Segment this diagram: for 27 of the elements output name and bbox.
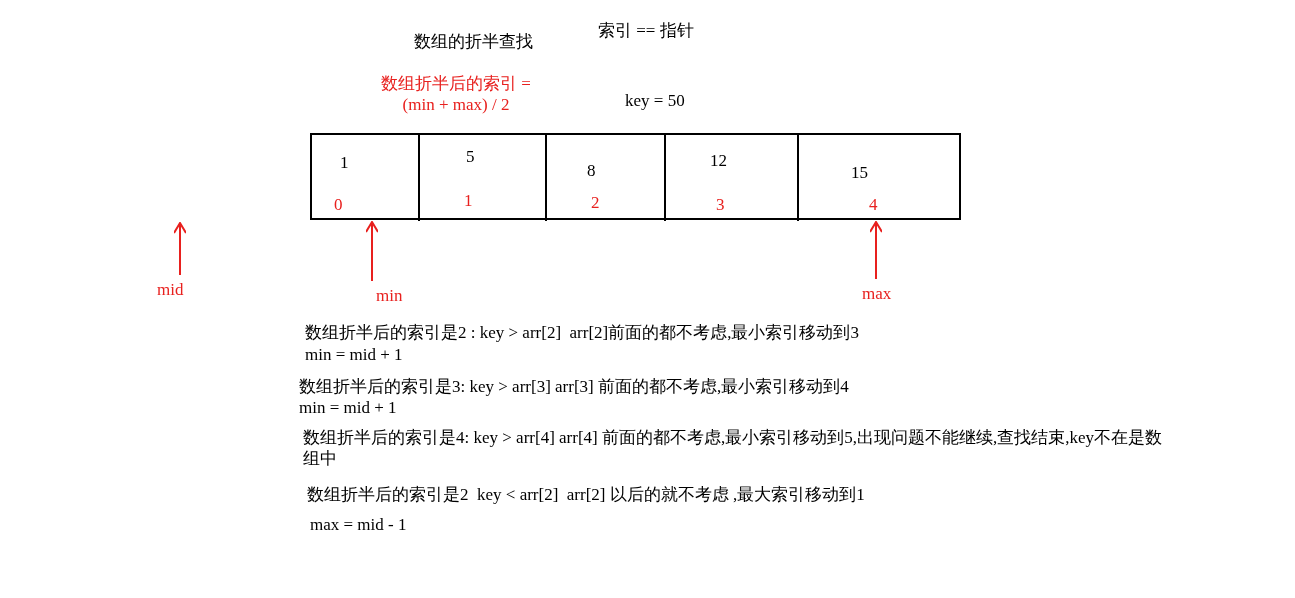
cell-value: 1 (340, 153, 349, 173)
index-number: 2 (591, 193, 600, 213)
note: 索引 == 指针 (598, 20, 694, 41)
index-number: 1 (464, 191, 473, 211)
index-number: 3 (716, 195, 725, 215)
note: 数组折半后的索引是3: key > arr[3] arr[3] 前面的都不考虑,最小索引移动到4 (299, 376, 849, 397)
arrow (365, 221, 379, 282)
formula-note: max = mid - 1 (310, 514, 407, 535)
index-number: 0 (334, 195, 343, 215)
formula-note: min = mid + 1 (305, 344, 403, 365)
cell-value: 8 (587, 161, 596, 181)
index-number: 4 (869, 195, 878, 215)
arrow (869, 221, 883, 280)
title: 数组的折半查找 (414, 31, 533, 52)
cell-value: 5 (466, 147, 475, 167)
note: 数组折半后的索引是2 key < arr[2] arr[2] 以后的就不考虑 ,最大索引移动到1 (307, 484, 865, 505)
note: 数组折半后的索引是2 : key > arr[2] arr[2]前面的都不考虑,最小索引移动到3 (305, 322, 859, 343)
key-note: key = 50 (625, 90, 685, 111)
pointer-label: max (862, 283, 892, 304)
cell-value: 12 (710, 151, 727, 171)
note: 数组折半后的索引是4: key > arr[4] arr[4] 前面的都不考虑,最小索引移动到5,出现问题不能继续,查找结束,key不在是数组中 (303, 427, 1163, 469)
arrow (173, 222, 187, 276)
cell-value: 15 (851, 163, 868, 183)
pointer-label: mid (157, 279, 184, 300)
pointer-label: min (376, 285, 403, 306)
formula-note: min = mid + 1 (299, 397, 397, 418)
formula-note: 数组折半后的索引 = (min + max) / 2 (380, 73, 532, 115)
